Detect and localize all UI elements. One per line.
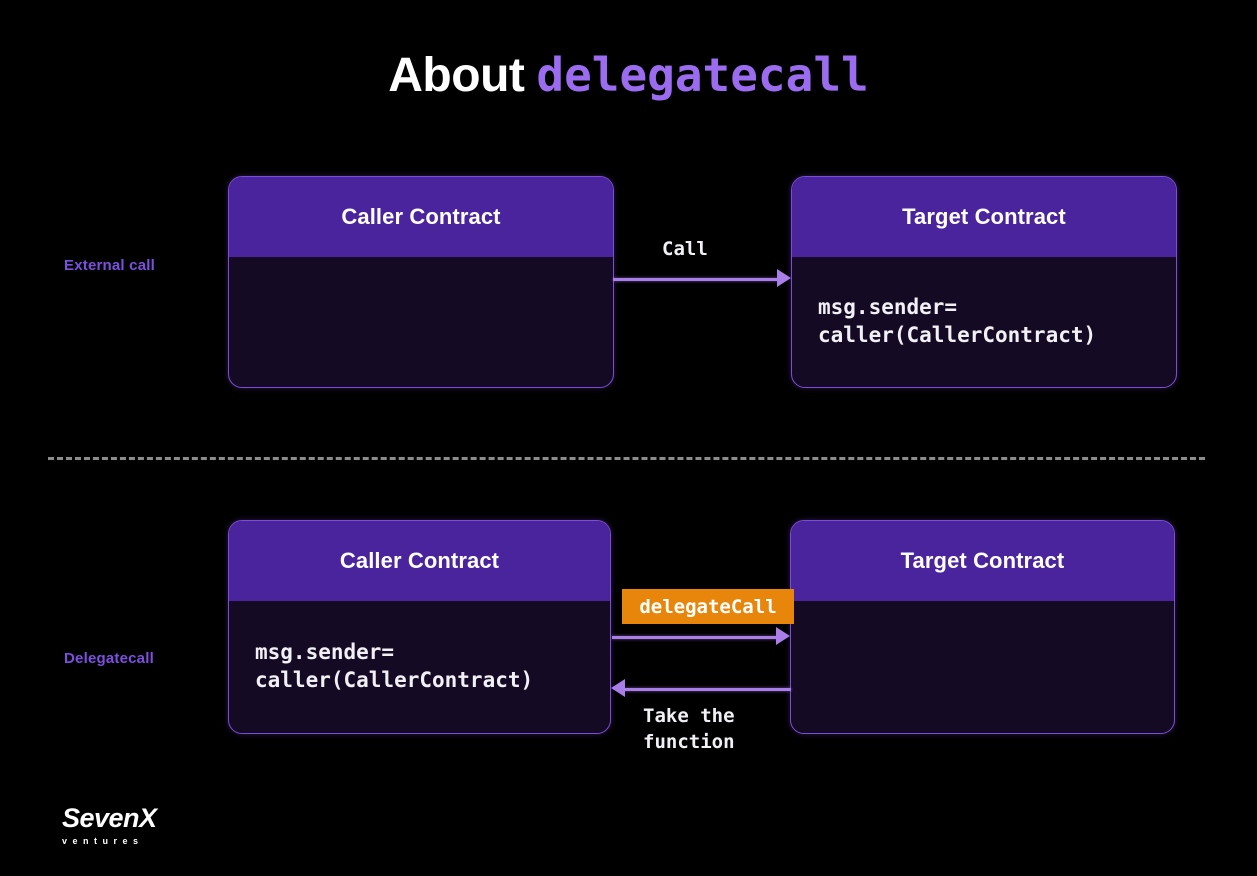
- delegatecall-arrow-forward-head-icon: [776, 627, 790, 645]
- target-contract-header-external: Target Contract: [792, 177, 1176, 257]
- caller-contract-title-external: Caller Contract: [341, 204, 501, 229]
- delegatecall-arrow-return: [611, 679, 791, 697]
- take-the-function-label: Take the function: [643, 705, 735, 753]
- target-contract-code-external: msg.sender= caller(CallerContract): [818, 295, 1097, 347]
- caller-contract-box-delegate: Caller Contract msg.sender= caller(Calle…: [228, 520, 611, 734]
- sevenx-logo: SevenX ventures: [62, 805, 186, 851]
- call-arrow: [613, 269, 791, 287]
- delegatecall-arrow-return-shaft: [621, 688, 791, 691]
- target-contract-header-delegate: Target Contract: [791, 521, 1174, 601]
- caller-contract-header-delegate: Caller Contract: [229, 521, 610, 601]
- page-title-code: delegatecall: [536, 48, 869, 102]
- target-contract-box-delegate: Target Contract: [790, 520, 1175, 734]
- caller-contract-box-external: Caller Contract: [228, 176, 614, 388]
- call-arrow-head-icon: [777, 269, 791, 287]
- caller-contract-header-external: Caller Contract: [229, 177, 613, 257]
- section-divider: [48, 457, 1205, 460]
- target-contract-body-delegate: [791, 601, 1174, 733]
- target-contract-body-external: msg.sender= caller(CallerContract): [792, 257, 1176, 387]
- delegatecall-arrow-forward-shaft: [612, 636, 780, 639]
- target-contract-title-external: Target Contract: [902, 204, 1066, 229]
- delegatecall-badge: delegateCall: [622, 589, 794, 624]
- section-label-delegatecall: Delegatecall: [64, 650, 154, 667]
- target-contract-title-delegate: Target Contract: [900, 548, 1065, 573]
- caller-contract-body-delegate: msg.sender= caller(CallerContract): [229, 601, 610, 733]
- caller-contract-code-delegate: msg.sender= caller(CallerContract): [255, 640, 534, 692]
- sevenx-logo-tagline: ventures: [62, 836, 144, 846]
- call-arrow-shaft: [613, 278, 781, 281]
- target-contract-box-external: Target Contract msg.sender= caller(Calle…: [791, 176, 1177, 388]
- sevenx-logo-name: SevenX: [62, 803, 157, 833]
- delegatecall-arrow-forward: [612, 627, 790, 645]
- delegatecall-badge-label: delegateCall: [639, 595, 777, 618]
- section-label-external-call: External call: [64, 257, 155, 274]
- caller-contract-body-external: [229, 257, 613, 387]
- page-title-prefix: About: [388, 49, 525, 102]
- caller-contract-title-delegate: Caller Contract: [339, 548, 500, 573]
- delegatecall-arrow-return-head-icon: [611, 679, 625, 697]
- call-arrow-label: Call: [662, 238, 708, 260]
